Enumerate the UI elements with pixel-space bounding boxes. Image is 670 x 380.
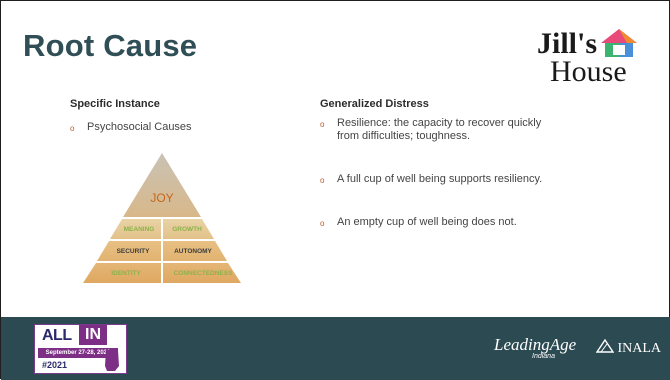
all-in-logo-dates: September 27-28, 2021: [38, 348, 118, 358]
right-heading: Generalized Distress: [320, 98, 429, 110]
leadingage-text: LeadingAge: [494, 335, 577, 354]
pyramid-identity: IDENTITY: [111, 270, 141, 277]
left-bullet-text: Psychosocial Causes: [87, 121, 192, 133]
house-icon: [601, 29, 637, 57]
bullet-marker: o: [320, 176, 325, 185]
inala-mountain-icon: [595, 338, 615, 353]
jills-house-logo: Jill's House: [537, 27, 647, 87]
left-heading: Specific Instance: [70, 98, 160, 110]
pyramid-growth: GROWTH: [172, 226, 202, 233]
right-bullet-2: o A full cup of well being supports resi…: [320, 173, 560, 186]
logo-text-line1: Jill's: [537, 27, 598, 60]
right-bullet-text-1: Resilience: the capacity to recover quic…: [337, 117, 542, 142]
all-in-logo-all: ALL: [42, 327, 72, 344]
logo-text-line2: House: [550, 55, 627, 88]
inala-logo: INALA: [595, 338, 662, 357]
pyramid-security: SECURITY: [116, 248, 150, 255]
all-in-logo-in: IN: [79, 325, 107, 345]
all-in-logo: ALL IN September 27-28, 2021 #2021: [34, 324, 129, 376]
left-bullet: o Psychosocial Causes: [70, 121, 240, 134]
right-bullet-text-2: A full cup of well being supports resili…: [337, 173, 543, 185]
well-being-pyramid: JOY MEANING GROWTH SECURITY AUTONOMY IDE…: [79, 153, 245, 283]
right-bullet-text-3: An empty cup of well being does not.: [337, 216, 517, 228]
right-bullet-3: o An empty cup of well being does not.: [320, 216, 560, 229]
pyramid-graphic: [83, 153, 241, 283]
leadingage-subtext: Indiana: [532, 353, 555, 360]
inala-text: INALA: [617, 341, 662, 356]
right-bullet-1: o Resilience: the capacity to recover qu…: [320, 117, 560, 143]
pyramid-joy: JOY: [150, 191, 174, 205]
indiana-state-icon: [105, 350, 119, 371]
bullet-marker: o: [320, 219, 325, 228]
pyramid-autonomy: AUTONOMY: [174, 248, 212, 255]
leadingage-logo: LeadingAge Indiana: [494, 335, 577, 360]
pyramid-meaning: MEANING: [123, 226, 155, 233]
bullet-marker: o: [70, 124, 75, 133]
slide-title: Root Cause: [23, 28, 198, 63]
pyramid-connectedness: CONNECTEDNESS: [173, 270, 233, 277]
all-in-logo-year: #2021: [42, 360, 68, 370]
bullet-marker: o: [320, 120, 325, 129]
